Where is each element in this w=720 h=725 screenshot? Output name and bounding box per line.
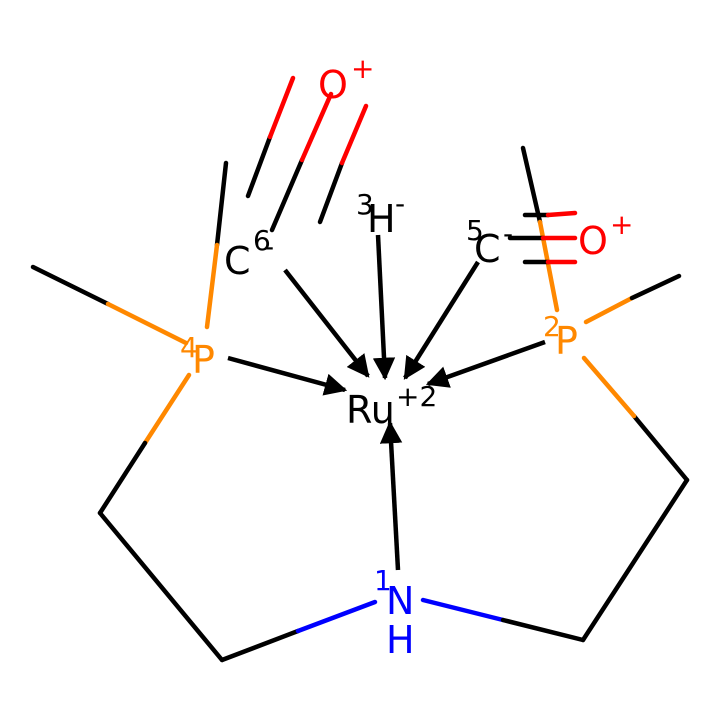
atom-h3-symbol: H <box>367 197 396 241</box>
atom-p2-isotope: 2 <box>543 310 561 343</box>
atom-o5-charge: + <box>610 208 633 241</box>
atom-h3-charge: - <box>395 187 405 220</box>
atom-o6-symbol: O <box>318 63 348 107</box>
atom-c6-symbol: C <box>224 239 251 283</box>
bond-n-ch2-right-n <box>420 597 506 623</box>
bond-p2-methyl-right <box>629 273 682 301</box>
bond-p4-methyl-top <box>214 160 229 248</box>
bond-ch2-p2-p <box>581 355 637 419</box>
atom-c5-charge: - <box>503 217 513 250</box>
atom-c6-charge: - <box>264 230 274 263</box>
atom-labels: Ru +2 4 P 2 P 1 N H 3 H - C 6 - 5 C - O … <box>180 52 633 662</box>
atom-c6-isotope: 6 <box>253 224 271 257</box>
atom-p4-isotope: 4 <box>180 331 198 364</box>
bond-p4-ch2 <box>97 440 148 516</box>
bond-ch2-n-left <box>219 628 301 663</box>
dative-p2-ru <box>425 339 546 388</box>
atom-p4-symbol: P <box>192 338 215 382</box>
bond-p2-methyl-top-p <box>537 219 560 313</box>
atom-ru-symbol: Ru <box>346 388 395 432</box>
atom-h3-isotope: 3 <box>356 188 374 221</box>
dative-bonds <box>227 234 546 571</box>
bond-p4-methyl-top-p <box>204 242 220 330</box>
bond-c5-o-2-o <box>545 210 578 218</box>
bond-p2-methyl-top <box>520 145 543 225</box>
atom-c5-symbol: C <box>474 227 501 271</box>
bond-c6-o-3 <box>317 160 345 225</box>
bond-c6-o-2 <box>245 134 273 199</box>
atom-o6-charge: + <box>351 52 374 85</box>
dative-c5-ru <box>403 260 480 380</box>
atom-n1-isotope: 1 <box>374 564 392 597</box>
bond-c6-o-1 <box>269 157 305 233</box>
bond-p2-methyl-right-p <box>583 295 635 325</box>
atom-ru-charge: +2 <box>396 380 437 413</box>
dative-c6-ru <box>283 268 370 378</box>
atom-p2-symbol: P <box>555 319 578 363</box>
bond-ch2-ch2-left <box>97 510 225 663</box>
dative-n1-ru <box>379 420 403 571</box>
bond-ch2-ch2-right <box>580 477 690 643</box>
atom-o5-symbol: O <box>578 219 608 263</box>
bond-c6-o-3-o <box>339 103 369 166</box>
bond-ch2-p2 <box>631 413 690 483</box>
bond-n-ch2-right <box>500 617 586 643</box>
dative-h3-ru <box>372 234 396 381</box>
bond-c6-o-2-o <box>267 75 296 140</box>
atom-n1-hydrogen: H <box>386 618 415 662</box>
bonds <box>30 75 690 663</box>
atom-n1-symbol: N <box>386 579 414 623</box>
dative-p4-ru <box>227 355 348 396</box>
bond-c6-o-1-o <box>299 91 334 163</box>
bond-p4-methyl-left-p <box>105 301 189 346</box>
bond-ch2-n-left-n <box>295 599 378 634</box>
bond-p4-ch2-p <box>142 372 192 446</box>
bond-p4-methyl-left <box>30 264 111 307</box>
atom-c5-isotope: 5 <box>466 214 484 247</box>
